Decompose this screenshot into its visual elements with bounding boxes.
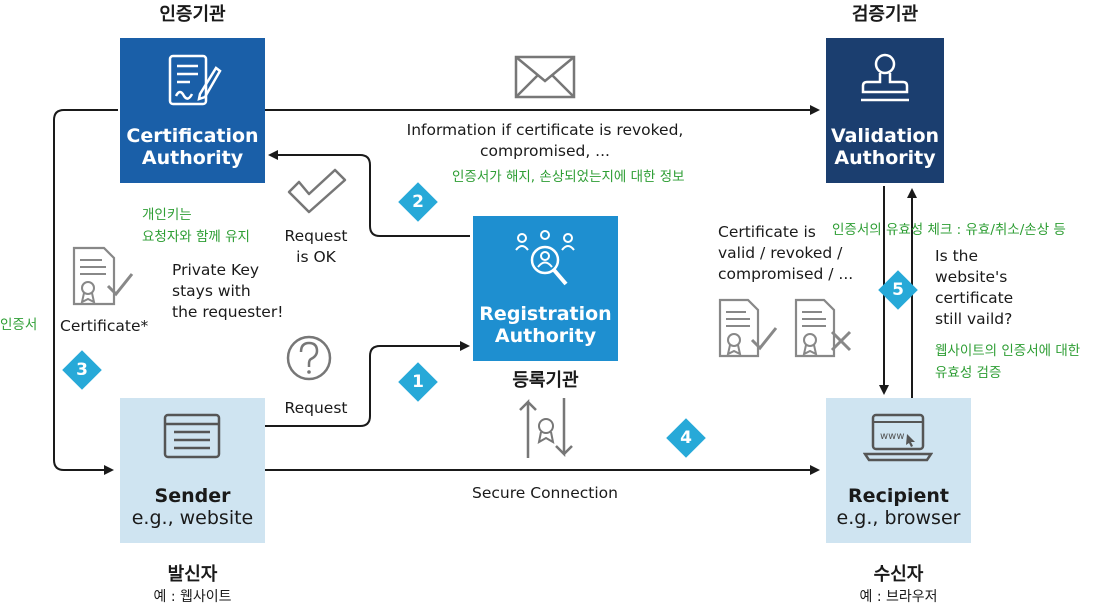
info-revoked-line2: compromised, ... <box>480 142 610 160</box>
private-key-line1: Private Key <box>172 261 260 279</box>
rubber-stamp-icon <box>861 53 909 102</box>
step-badge-3: 3 <box>62 350 102 390</box>
va-title-line2: Authority <box>834 147 936 169</box>
info-revoked-korean: 인증서가 해지, 손상되었는지에 대한 정보 <box>452 169 685 185</box>
step-badge-4: 4 <box>666 418 706 458</box>
request-ok-line2: is OK <box>296 248 336 266</box>
ca-title-line1: Certification <box>126 125 259 147</box>
request-label: Request <box>284 399 348 417</box>
ca-title-line2: Authority <box>141 147 244 169</box>
arrow-ca-to-sender <box>53 109 118 475</box>
certificate-valid-line2: valid / revoked / <box>718 244 843 262</box>
recipient-title-line2: e.g., browser <box>836 507 961 529</box>
step-badge-2: 2 <box>398 182 438 222</box>
laptop-www-icon: www <box>863 413 933 462</box>
step-badge-1: 1 <box>398 362 438 402</box>
certificate-invalid-icon <box>794 298 852 358</box>
private-key-korean-line1: 개인키는 <box>142 207 192 223</box>
is-valid-line4: still vaild? <box>935 310 1013 328</box>
request-ok-label: Request is OK <box>270 226 362 268</box>
private-key-line3: the requester! <box>172 303 284 321</box>
certificate-icon <box>72 246 134 306</box>
ca-korean-title: 인증기관 <box>159 4 226 25</box>
is-valid-label: Is the website's certificate still vaild… <box>935 246 1055 330</box>
ra-title-line1: Registration <box>479 303 612 325</box>
is-valid-line2: website's <box>935 268 1008 286</box>
sender-title-line2: e.g., website <box>131 507 254 529</box>
is-valid-line1: Is the <box>935 247 979 265</box>
registration-authority-box: Registration Authority <box>473 216 618 361</box>
certificate-label: Certificate* <box>60 317 149 335</box>
private-key-line2: stays with <box>172 282 251 300</box>
browser-window-icon <box>163 413 221 459</box>
certificate-valid-line1: Certificate is <box>718 223 816 241</box>
info-revoked-label: Information if certificate is revoked, c… <box>380 120 710 162</box>
sender-box: Sender e.g., website <box>120 398 265 543</box>
svg-text:www: www <box>880 431 905 442</box>
recipient-title-line1: Recipient <box>848 485 949 507</box>
contract-signing-icon <box>168 54 222 106</box>
envelope-icon <box>514 55 576 99</box>
certificate-valid-line3: compromised / ... <box>718 265 854 283</box>
recipient-korean-sub: 예 : 브라우저 <box>859 589 938 605</box>
sender-korean-title: 발신자 <box>167 564 218 585</box>
request-ok-line1: Request <box>284 227 348 245</box>
va-korean-title: 검증기관 <box>851 4 919 25</box>
certificate-exchange-icon <box>519 398 573 458</box>
sender-title-line1: Sender <box>154 485 231 507</box>
certificate-korean-label: 인증서 <box>0 317 38 333</box>
question-icon <box>286 335 332 381</box>
is-valid-korean-line2: 유효성 검증 <box>935 365 1002 381</box>
info-revoked-line1: Information if certificate is revoked, <box>406 121 684 139</box>
checkmark-icon <box>287 168 347 214</box>
certification-authority-box: Certification Authority <box>120 38 265 183</box>
validation-authority-box: Validation Authority <box>826 38 944 183</box>
step-badge-5: 5 <box>878 270 918 310</box>
arrow-ra-to-ca <box>268 150 470 237</box>
va-title-line1: Validation <box>830 125 940 147</box>
recipient-box: www Recipient e.g., browser <box>826 398 971 543</box>
is-valid-korean-line1: 웹사이트의 인증서에 대한 <box>935 343 1081 359</box>
certificate-valid-icon <box>718 298 778 358</box>
certificate-valid-label: Certificate is valid / revoked / comprom… <box>718 222 878 285</box>
private-key-korean: 개인키는 요청자와 함께 유지 <box>142 204 292 248</box>
private-key-label: Private Key stays with the requester! <box>172 260 312 323</box>
is-valid-korean: 웹사이트의 인증서에 대한 유효성 검증 <box>935 340 1103 384</box>
ra-title-line2: Authority <box>494 325 597 347</box>
ra-korean-title: 등록기관 <box>512 370 579 391</box>
validity-check-korean: 인증서의 유효성 체크 : 유효/취소/손상 등 <box>832 222 1066 238</box>
sender-korean-sub: 예 : 웹사이트 <box>153 589 232 605</box>
secure-connection-label: Secure Connection <box>472 484 618 502</box>
private-key-korean-line2: 요청자와 함께 유지 <box>142 229 250 245</box>
recipient-korean-title: 수신자 <box>873 564 924 585</box>
magnifier-people-icon <box>515 230 575 286</box>
arrow-sender-to-ra <box>265 341 470 427</box>
is-valid-line3: certificate <box>935 289 1014 307</box>
